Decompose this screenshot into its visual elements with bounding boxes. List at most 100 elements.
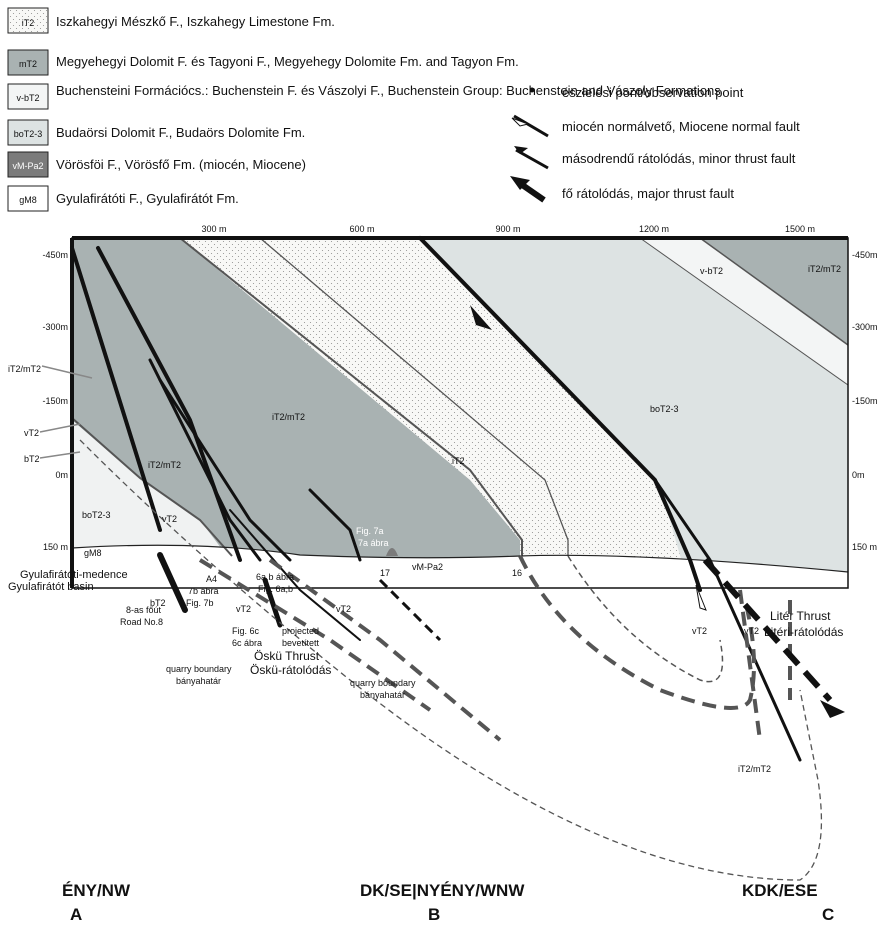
legend-swatch-boT2 bbox=[7, 119, 49, 146]
legend-text-iT2: Iszkahegyi Mészkő F., Iszkahegy Limeston… bbox=[56, 14, 335, 29]
label-abra6c: 6c ábra bbox=[232, 638, 262, 648]
label-road8-hu: 8-as főút bbox=[126, 605, 162, 615]
top-tick-300: 300 m bbox=[201, 224, 226, 234]
legend-text-boT2: Budaörsi Dolomit F., Budaörs Dolomite Fm… bbox=[56, 125, 305, 140]
depth-tick-right--150: -150m bbox=[852, 396, 878, 406]
label-iT2-mT2-center: iT2/mT2 bbox=[272, 412, 305, 422]
major-thrust-arrow-icon bbox=[470, 305, 492, 330]
label-abra7a: 7a ábra bbox=[358, 538, 389, 548]
section-b-letter: B bbox=[428, 905, 440, 924]
normal-fault-arrow-icon bbox=[695, 584, 707, 611]
depth-tick-left--450: -450m bbox=[42, 250, 68, 260]
fault-osku bbox=[262, 577, 283, 628]
major-thrust-fault bbox=[418, 236, 702, 592]
top-tick-600: 600 m bbox=[349, 224, 374, 234]
label-vT2-right-1: vT2 bbox=[692, 626, 707, 636]
legend-right: észlelési pont/observation point miocén … bbox=[510, 85, 800, 203]
legend-code-iT2: iT2 bbox=[22, 18, 35, 28]
legend-item-gM8: gM8 Gyulafirátóti F., Gyulafirátót Fm. bbox=[7, 185, 239, 212]
legend-text-gM8: Gyulafirátóti F., Gyulafirátót Fm. bbox=[56, 191, 239, 206]
fault-left-4 bbox=[158, 378, 292, 562]
label-osku-ratolodas: Öskü-rátolódás bbox=[250, 663, 331, 677]
label-obs-A4: A4 bbox=[206, 574, 217, 584]
label-fig6c: Fig. 6c bbox=[232, 626, 260, 636]
legend-text-mT2: Megyehegyi Dolomit F. és Tagyoni F., Meg… bbox=[56, 54, 519, 69]
section-c-dir: KDK/ESE bbox=[742, 881, 818, 900]
legend-text-vbT2: Buchensteini Formációcs.: Buchenstein F.… bbox=[56, 83, 721, 98]
legend-item-iT2: iT2 Iszkahegyi Mészkő F., Iszkahegy Lime… bbox=[7, 7, 335, 34]
legend-minor-thrust: másodrendű rátolódás, minor thrust fault bbox=[514, 146, 796, 170]
section-markers: ÉNY/NW A DK/SE|NYÉNY/WNW B KDK/ESE C bbox=[62, 881, 834, 924]
legend-normal-fault: miocén normálvető, Miocene normal fault bbox=[511, 114, 800, 138]
label-vbT2-topright: v-bT2 bbox=[700, 266, 723, 276]
legend-swatch-iT2 bbox=[7, 7, 49, 34]
dashed-fold-2 bbox=[567, 555, 724, 683]
legend-item-mT2: mT2 Megyehegyi Dolomit F. és Tagyoni F.,… bbox=[7, 49, 519, 76]
label-fig7a: Fig. 7a bbox=[356, 526, 384, 536]
annotations: Gyulafirátót basin Gyulafirátóti-medence… bbox=[8, 526, 843, 700]
minor-thrust-arrow-icon bbox=[514, 146, 528, 154]
dashed-fold-1 bbox=[518, 555, 756, 710]
fault-left-2 bbox=[96, 246, 242, 562]
label-quarry-boundary-2: quarry boundary bbox=[350, 678, 416, 688]
legend-observation-point: észlelési pont/observation point bbox=[529, 85, 744, 100]
legend-code-vMPa: vM-Pa2 bbox=[12, 161, 43, 171]
axes: 300 m 600 m 900 m 1200 m 1500 m -450m -3… bbox=[42, 224, 877, 552]
fault-left-1 bbox=[70, 246, 162, 532]
boundary-iT2-inner bbox=[259, 237, 569, 556]
depth-tick-right-0: 0m bbox=[852, 470, 865, 480]
label-banyahatar-1: bányahatár bbox=[176, 676, 221, 686]
legend-major-thrust: fő rátolódás, major thrust fault bbox=[510, 176, 734, 203]
fault-road8 bbox=[157, 552, 188, 613]
top-tick-1500: 1500 m bbox=[785, 224, 815, 234]
pointer-arrow-3 bbox=[39, 451, 81, 459]
dashed-boundary-2 bbox=[268, 558, 502, 742]
legend-code-gM8: gM8 bbox=[19, 195, 37, 205]
projected-lines bbox=[79, 439, 833, 881]
fault-mid bbox=[308, 488, 362, 562]
legend-text-minor-thrust: másodrendű rátolódás, minor thrust fault bbox=[562, 151, 796, 166]
normal-fault-symbol bbox=[513, 114, 549, 138]
label-iT2-mT2-left: iT2/mT2 bbox=[148, 460, 181, 470]
liter-thrust-arrow-icon bbox=[820, 700, 845, 718]
depth-tick-right--300: -300m bbox=[852, 322, 878, 332]
topographic-surface bbox=[71, 544, 849, 573]
legend-swatch-vbT2 bbox=[7, 83, 49, 110]
label-vT2-outside: vT2 bbox=[24, 428, 39, 438]
label-vT2-right-2: vT2 bbox=[744, 626, 759, 636]
section-body bbox=[70, 236, 849, 589]
legend-swatch-vMPa bbox=[7, 151, 49, 178]
label-banyahatar-2: bányahatár bbox=[360, 690, 405, 700]
label-road8: Road No.8 bbox=[120, 617, 163, 627]
top-tick-900: 900 m bbox=[495, 224, 520, 234]
pointer-arrow-1 bbox=[41, 365, 93, 379]
liter-thrust-fault bbox=[653, 478, 802, 762]
unit-iT2-mT2-region bbox=[72, 238, 520, 588]
label-obs-16: 16 bbox=[512, 568, 522, 578]
legend-swatch-mT2 bbox=[7, 49, 49, 76]
label-bT2-below: bT2 bbox=[150, 598, 166, 608]
label-vT2-left: vT2 bbox=[162, 514, 177, 524]
boundary-right-dark bbox=[699, 237, 849, 346]
dashed-fold-3 bbox=[79, 439, 823, 881]
label-vT2-below-1: vT2 bbox=[236, 604, 251, 614]
section-c-letter: C bbox=[822, 905, 834, 924]
top-tick-1200: 1200 m bbox=[639, 224, 669, 234]
legend-swatch-gM8 bbox=[7, 185, 49, 212]
dashed-liter-thrust bbox=[702, 558, 833, 702]
label-fig7b: Fig. 7b bbox=[186, 598, 214, 608]
normal-fault-arrow-icon bbox=[511, 117, 530, 127]
depth-tick-left-0: 0m bbox=[55, 470, 68, 480]
label-vM-Pa2: vM-Pa2 bbox=[412, 562, 443, 572]
label-vetitett: bevetített bbox=[282, 638, 320, 648]
label-iT2-dotted: iT2 bbox=[452, 456, 465, 466]
label-vT2-below-2: vT2 bbox=[336, 604, 351, 614]
unit-vbT2-left-region bbox=[72, 420, 230, 560]
legend-text-normal-fault: miocén normálvető, Miocene normal fault bbox=[562, 119, 800, 134]
boundary-left-band bbox=[71, 417, 233, 557]
dashed-boundary-1 bbox=[198, 558, 432, 712]
label-projected: projected bbox=[282, 626, 319, 636]
fault-left-5 bbox=[229, 509, 361, 641]
